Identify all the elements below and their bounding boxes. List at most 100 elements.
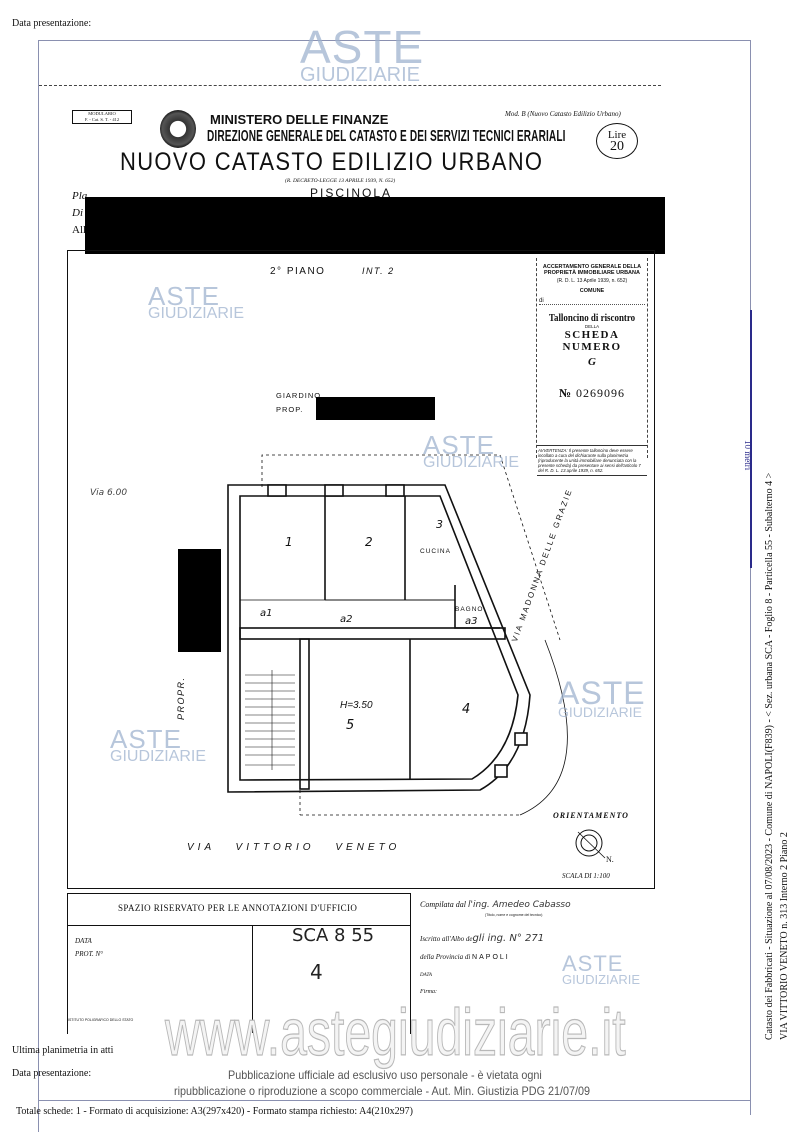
form-row-label-2: Di	[72, 207, 83, 219]
provincia-row: della Provincia di NAPOLI	[420, 953, 510, 961]
compiler-firma-label: Firma:	[420, 989, 437, 995]
watermark-logo-right: ASTE GIUDIZIARIE	[558, 677, 646, 721]
watermark-logo-mid-left: ASTE GIUDIZIARIE	[148, 281, 244, 321]
compilata-value: l'ing. Amedeo Cabasso	[468, 900, 571, 910]
room-label-a2: a2	[340, 614, 353, 625]
frame-line-left	[38, 40, 39, 1132]
watermark-brand-bottom: GIUDIZIARIE	[300, 64, 421, 87]
floor-plan-frame	[67, 250, 655, 889]
footer-totals: Totale schede: 1 - Formato di acquisizio…	[16, 1106, 413, 1117]
comune-handwritten: PISCINOLA	[310, 186, 393, 200]
talloncino-line3: (R. D. L. 13 Aprile 1939, n. 652)	[556, 278, 628, 284]
talloncino-line1: ACCERTAMENTO GENERALE DELLA	[542, 264, 642, 270]
footer-last-plan: Ultima planimetria in atti	[12, 1045, 114, 1056]
side-info-line2: VIA VITTORIO VENETO n. 313 Interno 2 Pia…	[779, 832, 790, 1040]
room-label-a3: a3	[465, 616, 478, 627]
annotations-handwritten-sub: 4	[310, 960, 323, 984]
annotations-header-line	[67, 925, 411, 926]
watermark-brand-top: ASTE	[423, 430, 495, 460]
side-info-line1: Catasto dei Fabbricati - Situazione al 0…	[764, 472, 775, 1040]
room-label-3: 3	[436, 518, 443, 531]
room-label-5: 5	[346, 718, 355, 733]
orientation-label: ORIENTAMENTO	[553, 811, 629, 820]
frame-line-top	[38, 40, 750, 41]
watermark-brand-top: ASTE	[300, 21, 425, 73]
albo-value: gli ing. N° 271	[472, 933, 545, 944]
printer-label: ISTITUTO POLIGRAFICO DELLO STATO	[68, 1018, 134, 1022]
watermark-brand-top: ASTE	[110, 724, 182, 754]
stamp-lire-value: 20	[610, 139, 624, 154]
provincia-label: della Provincia di	[420, 953, 471, 961]
watermark-brand-bottom: GIUDIZIARIE	[558, 704, 643, 721]
scale-bar	[750, 310, 752, 568]
talloncino-title: Talloncino di riscontro	[548, 313, 636, 324]
compiler-data-label: DATA	[420, 973, 432, 978]
modulario-label: MODULARIO	[88, 111, 116, 116]
bath-label: BAGNO	[455, 606, 484, 613]
talloncino-line2: PROPRIETÀ IMMOBILIARE URBANA	[544, 270, 640, 276]
scale-bar-label: 10 metri	[743, 440, 753, 471]
annotations-handwritten-code: SCA 8 55	[292, 925, 375, 946]
annotations-data-label: DATA	[75, 937, 92, 945]
scale-label: SCALA DI 1:100	[562, 872, 610, 880]
room-label-4: 4	[462, 702, 471, 717]
left-note: Via 6.00	[90, 488, 128, 498]
talloncino-comune: COMUNE	[579, 288, 605, 294]
kitchen-label: CUCINA	[420, 548, 451, 555]
annotations-title: SPAZIO RISERVATO PER LE ANNOTAZIONI D'UF…	[118, 903, 358, 913]
watermark-logo-top: ASTE GIUDIZIARIE	[300, 21, 425, 87]
talloncino-number: 0269096	[576, 386, 626, 400]
ministry-title: MINISTERO DELLE FINANZE	[210, 112, 389, 127]
compilata-hint: (Titolo, nome e cognome del tecnico)	[485, 913, 543, 917]
albo-label: Iscritto all'Albo de	[420, 935, 473, 943]
footer-disclaimer-line2: ripubblicazione o riproduzione a scopo c…	[174, 1084, 591, 1098]
annotations-prot-label: PROT. N°	[75, 950, 103, 958]
stamp-lire: Lire 20	[596, 123, 638, 159]
header-date-label: Data presentazione:	[12, 18, 92, 29]
redaction-block-left	[178, 549, 221, 652]
watermark-logo-mid: ASTE GIUDIZIARIE	[423, 430, 520, 472]
frame-line-right	[750, 40, 751, 1115]
height-label: H=3.50	[340, 700, 373, 711]
modulario-code: F. - Cat. S. T. - 412	[84, 117, 120, 122]
prop-label: PROP.	[276, 405, 304, 414]
talloncino-della: DELLA	[584, 324, 600, 329]
decree-subtitle: (R. DECRETO-LEGGE 13 APRILE 1939, N. 652…	[285, 178, 396, 184]
watermark-brand-bottom: GIUDIZIARIE	[423, 454, 520, 472]
outer-wall	[227, 484, 531, 793]
room-label-2: 2	[365, 535, 373, 549]
document-border	[39, 85, 661, 1036]
orientation-compass	[575, 829, 603, 857]
watermark-url: www.astegiudiziarie.it	[165, 995, 626, 1069]
room-label-1: 1	[285, 535, 293, 549]
interior-label: INT. 2	[362, 266, 395, 276]
north-label: N.	[606, 855, 614, 864]
state-emblem-icon	[160, 110, 196, 148]
plot-boundary	[261, 454, 561, 641]
compiler-row: Compilata dal l'ing. Amedeo Cabasso	[420, 899, 571, 911]
annotations-divider	[252, 925, 253, 1033]
form-row-label-3: All	[72, 224, 87, 236]
directorate-title: DIREZIONE GENERALE DEL CATASTO E DEI SER…	[207, 128, 566, 145]
street-bottom-label: VIA VITTORIO VENETO	[187, 842, 401, 853]
talloncino-number-prefix: №	[558, 386, 573, 400]
inner-wall	[239, 495, 519, 781]
footer-disclaimer-line1: Pubblicazione ufficiale ad esclusivo uso…	[228, 1068, 542, 1082]
mod-b-label: Mod. B (Nuovo Catasto Edilizio Urbano)	[505, 110, 621, 118]
talloncino-panel: ACCERTAMENTO GENERALE DELLA PROPRIETÀ IM…	[536, 258, 648, 458]
watermark-brand-bottom: GIUDIZIARIE	[562, 971, 641, 987]
stamp-lire-label: Lire	[607, 129, 627, 141]
room-label-a1: a1	[260, 608, 273, 619]
talloncino-letter: G	[588, 356, 596, 368]
talloncino-scheda: SCHEDA NUMERO	[562, 329, 622, 353]
annotations-box	[67, 893, 411, 1034]
frame-line-bottom	[38, 1100, 750, 1101]
modulario-box: MODULARIO F. - Cat. S. T. - 412	[72, 110, 132, 124]
footer-date-label: Data presentazione:	[12, 1068, 92, 1079]
garden-label: GIARDINO	[276, 391, 322, 400]
watermark-brand-top: ASTE	[148, 281, 220, 311]
compilata-label: Compilata dal	[420, 900, 467, 909]
albo-row: Iscritto all'Albo degli ing. N° 271	[420, 933, 544, 944]
provincia-value: NAPOLI	[472, 954, 510, 961]
